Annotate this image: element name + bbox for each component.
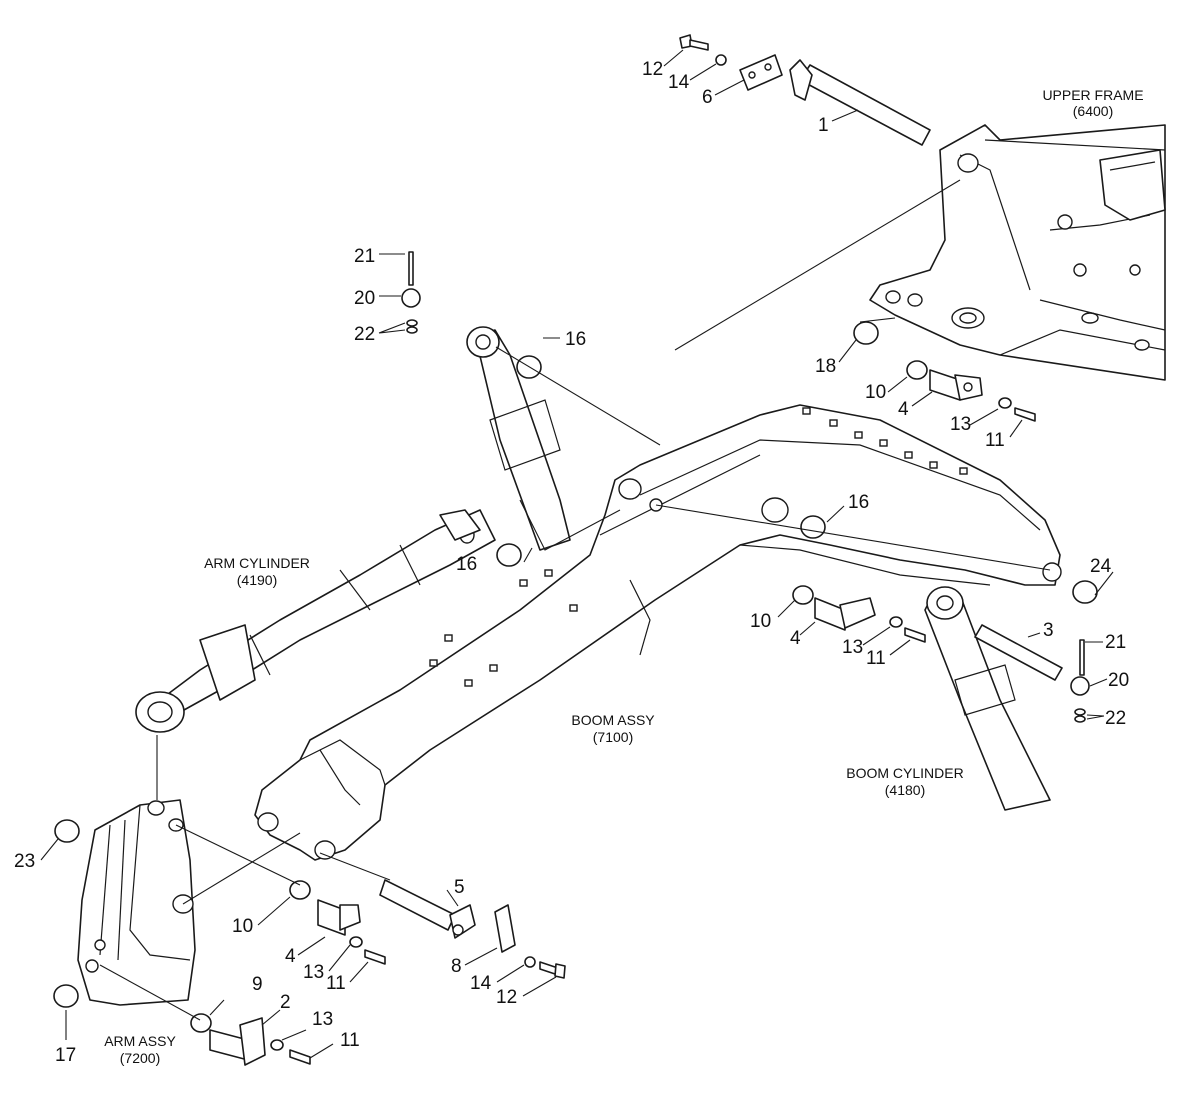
callout-12-top: 12 [642,59,663,80]
pin-5 [379,879,476,939]
callout-11-top: 11 [985,430,1005,451]
washer-14-bottom [524,956,536,968]
pin-4-bottom [317,899,361,936]
callout-2: 2 [280,992,291,1013]
nut-20-top [401,288,421,308]
callout-4-middle: 4 [790,628,801,649]
callout-8: 8 [451,956,462,977]
callout-13-bottom: 13 [303,962,324,983]
callout-10-top: 10 [865,382,886,403]
bolt-11-middle [904,627,926,643]
bolt-11-top [1014,407,1036,422]
callout-11-arm: 11 [340,1030,360,1051]
nut-20-right [1070,676,1090,696]
washer-10-middle [792,585,814,605]
bolt-11-bottom [364,949,386,965]
upper-frame [869,124,1166,381]
callout-11-middle: 11 [866,648,886,669]
washer-18 [853,321,879,345]
callout-14-top: 14 [668,72,690,93]
callout-4-bottom: 4 [285,946,296,967]
callout-17: 17 [55,1045,76,1066]
callout-16-left: 16 [456,554,477,575]
pin-1 [789,59,931,146]
pin-4-top [929,369,983,401]
callout-13-top: 13 [950,414,971,435]
plate-6 [739,54,783,91]
washer-22-top-b [406,326,418,334]
label-boom-cylinder-code: (4180) [885,782,925,798]
washer-22-top-a [406,319,418,327]
callout-22-top: 22 [354,324,375,345]
callout-11-bottom: 11 [326,973,346,994]
pin-3 [974,624,1063,681]
callouts: 12 14 6 1 21 20 22 16 18 10 4 13 11 16 1… [14,59,1129,1066]
label-arm-cylinder: ARM CYLINDER [204,555,310,571]
callout-14-bottom: 14 [470,973,492,994]
bolt-11-arm [289,1049,311,1065]
washer-10-bottom [289,880,311,900]
label-boom-assy: BOOM ASSY [571,712,655,728]
boom-cylinder [924,586,1051,811]
washer-13-arm [270,1039,284,1051]
callout-10-middle: 10 [750,611,771,632]
bolt-21-right [1079,639,1085,676]
callout-16-top: 16 [565,329,586,350]
callout-5: 5 [454,877,465,898]
callout-22-right: 22 [1105,708,1126,729]
pin-4-middle [814,597,876,631]
washer-17 [53,984,79,1008]
label-upper-frame: UPPER FRAME [1042,87,1143,103]
bolt-21-top [408,251,414,286]
boom-assembly [254,404,1062,861]
washer-13-top [998,397,1012,409]
label-upper-frame-code: (6400) [1073,103,1113,119]
callout-21-right: 21 [1105,632,1126,653]
callout-12-bottom: 12 [496,987,517,1008]
bolt-12-bottom [539,961,566,979]
callout-23: 23 [14,851,35,872]
label-boom-cylinder: BOOM CYLINDER [846,765,963,781]
washer-14-top [715,54,727,66]
label-boom-assy-code: (7100) [593,729,633,745]
callout-20-right: 20 [1108,670,1129,691]
leader-lines [40,49,1114,1059]
washer-23 [54,819,80,843]
callout-21-top: 21 [354,246,375,267]
washer-13-bottom [349,936,363,948]
label-arm-assy-code: (7200) [120,1050,160,1066]
callout-4-top: 4 [898,399,909,420]
callout-1: 1 [818,115,829,136]
pin-2 [209,1017,266,1066]
label-arm-assy: ARM ASSY [104,1033,176,1049]
washer-16-right [800,515,826,539]
callout-24: 24 [1090,556,1112,577]
washer-16-left [496,543,522,567]
assembly-labels: UPPER FRAME (6400) ARM CYLINDER (4190) B… [104,87,1143,1066]
callout-16-right: 16 [848,492,869,513]
callout-10-bottom: 10 [232,916,253,937]
plate-8 [494,904,516,953]
callout-13-arm: 13 [312,1009,333,1030]
washer-10-top [906,360,928,380]
label-arm-cylinder-code: (4190) [237,572,277,588]
arm-assembly [77,799,196,1006]
arm-cylinder [135,326,571,733]
callout-9: 9 [252,974,263,995]
callout-3: 3 [1043,620,1054,641]
washer-9 [190,1013,212,1033]
callout-18: 18 [815,356,836,377]
callout-20-top: 20 [354,288,375,309]
callout-13-middle: 13 [842,637,863,658]
washer-22-right-b [1074,715,1086,723]
center-lines [99,179,1051,1021]
washer-22-right-a [1074,708,1086,716]
callout-6: 6 [702,87,713,108]
washer-13-middle [889,616,903,628]
washer-24 [1072,580,1098,604]
bolt-12-top [679,34,709,51]
